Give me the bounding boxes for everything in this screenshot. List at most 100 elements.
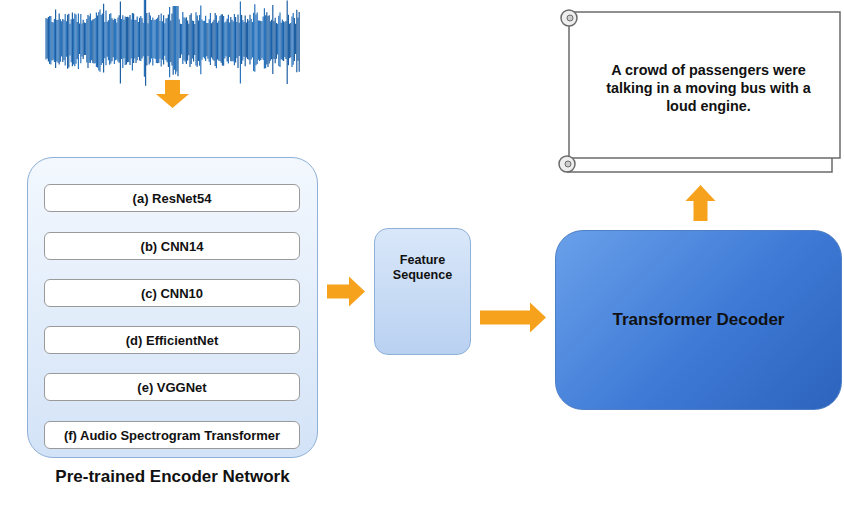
node-label: (d) EfficientNet xyxy=(126,333,218,348)
waveform-stroke xyxy=(169,7,170,77)
waveform-stroke xyxy=(62,19,63,62)
node-label: Transformer Decoder xyxy=(613,310,785,330)
waveform-stroke xyxy=(186,17,187,64)
model-box: (a) ResNet54 xyxy=(44,184,300,212)
waveform-stroke xyxy=(123,20,124,58)
waveform-stroke xyxy=(159,21,160,59)
waveform-stroke xyxy=(258,21,259,60)
waveform-stroke xyxy=(71,19,72,62)
waveform-stroke xyxy=(90,13,91,63)
waveform-stroke xyxy=(231,20,232,62)
waveform-stroke xyxy=(213,20,214,61)
waveform-stroke xyxy=(240,2,241,84)
scroll-curl xyxy=(567,15,573,21)
waveform-stroke xyxy=(279,13,280,67)
waveform-stroke xyxy=(59,13,60,64)
waveform-stroke xyxy=(218,21,219,61)
waveform-stroke xyxy=(200,5,201,74)
waveform-stroke xyxy=(296,10,297,72)
waveform-stroke xyxy=(289,24,290,59)
model-box: (b) CNN14 xyxy=(44,232,300,260)
waveform-stroke xyxy=(67,15,68,69)
waveform-stroke xyxy=(225,22,226,57)
waveform-stroke xyxy=(78,14,79,70)
flow-arrow xyxy=(480,303,546,333)
waveform-stroke xyxy=(173,6,174,75)
waveform-stroke xyxy=(85,23,86,55)
waveform-stroke xyxy=(77,22,78,59)
waveform-stroke xyxy=(287,1,288,84)
waveform-stroke xyxy=(251,19,252,60)
waveform-stroke xyxy=(299,12,300,72)
waveform-stroke xyxy=(89,16,90,62)
waveform-stroke xyxy=(104,22,105,58)
waveform-stroke xyxy=(182,12,183,64)
waveform-stroke xyxy=(217,23,218,60)
waveform-stroke xyxy=(191,13,192,64)
waveform-stroke xyxy=(254,4,255,72)
waveform-stroke xyxy=(222,14,223,65)
waveform-stroke xyxy=(281,23,282,59)
waveform-stroke xyxy=(228,15,229,64)
waveform-stroke xyxy=(83,20,84,59)
waveform-stroke xyxy=(108,20,109,60)
waveform-stroke xyxy=(215,13,216,66)
waveform-stroke xyxy=(153,20,154,58)
waveform-stroke xyxy=(245,16,246,67)
waveform-stroke xyxy=(156,19,157,63)
waveform-stroke xyxy=(79,24,80,54)
waveform-stroke xyxy=(134,20,135,59)
waveform-stroke xyxy=(204,21,205,59)
waveform-stroke xyxy=(235,17,236,62)
waveform-stroke xyxy=(72,13,73,67)
waveform-stroke xyxy=(92,20,93,64)
waveform-stroke xyxy=(138,22,139,57)
waveform-stroke xyxy=(290,23,291,57)
audio-waveform xyxy=(46,0,299,86)
waveform-stroke xyxy=(263,17,264,61)
model-box: (f) Audio Spectrogram Transformer xyxy=(44,421,300,449)
waveform-stroke xyxy=(271,20,272,59)
waveform-stroke xyxy=(110,13,111,63)
waveform-stroke xyxy=(203,21,204,57)
waveform-stroke xyxy=(195,12,196,65)
waveform-stroke xyxy=(103,4,104,73)
waveform-stroke xyxy=(177,6,178,76)
waveform-stroke xyxy=(252,22,253,58)
waveform-stroke xyxy=(75,15,76,64)
waveform-stroke xyxy=(216,15,217,68)
waveform-stroke xyxy=(119,15,120,63)
waveform-stroke xyxy=(288,15,289,66)
waveform-stroke xyxy=(224,22,225,58)
encoder-group: Pre-trained Encoder Network(a) ResNet54(… xyxy=(27,157,318,458)
waveform-stroke xyxy=(219,16,220,61)
waveform-stroke xyxy=(269,15,270,63)
waveform-stroke xyxy=(150,16,151,63)
waveform-stroke xyxy=(105,11,106,66)
waveform-stroke xyxy=(66,21,67,57)
waveform-stroke xyxy=(282,19,283,60)
waveform-stroke xyxy=(176,6,177,71)
waveform-stroke xyxy=(125,17,126,65)
waveform-stroke xyxy=(197,16,198,67)
waveform-stroke xyxy=(68,14,69,68)
waveform-stroke xyxy=(241,15,242,64)
waveform-stroke xyxy=(132,13,133,71)
waveform-stroke xyxy=(174,6,175,70)
waveform-stroke xyxy=(113,20,114,57)
waveform-stroke xyxy=(168,15,169,67)
waveform-stroke xyxy=(185,18,186,61)
waveform-stroke xyxy=(117,18,118,62)
waveform-stroke xyxy=(283,21,284,61)
waveform-stroke xyxy=(65,14,66,66)
waveform-stroke xyxy=(120,2,121,84)
waveform-stroke xyxy=(114,19,115,65)
waveform-stroke xyxy=(180,24,181,58)
waveform-stroke xyxy=(192,20,193,58)
waveform-stroke xyxy=(111,18,112,61)
waveform-stroke xyxy=(149,13,150,65)
waveform-stroke xyxy=(242,20,243,61)
waveform-stroke xyxy=(91,20,92,60)
waveform-stroke xyxy=(129,15,130,65)
waveform-stroke xyxy=(55,10,56,69)
